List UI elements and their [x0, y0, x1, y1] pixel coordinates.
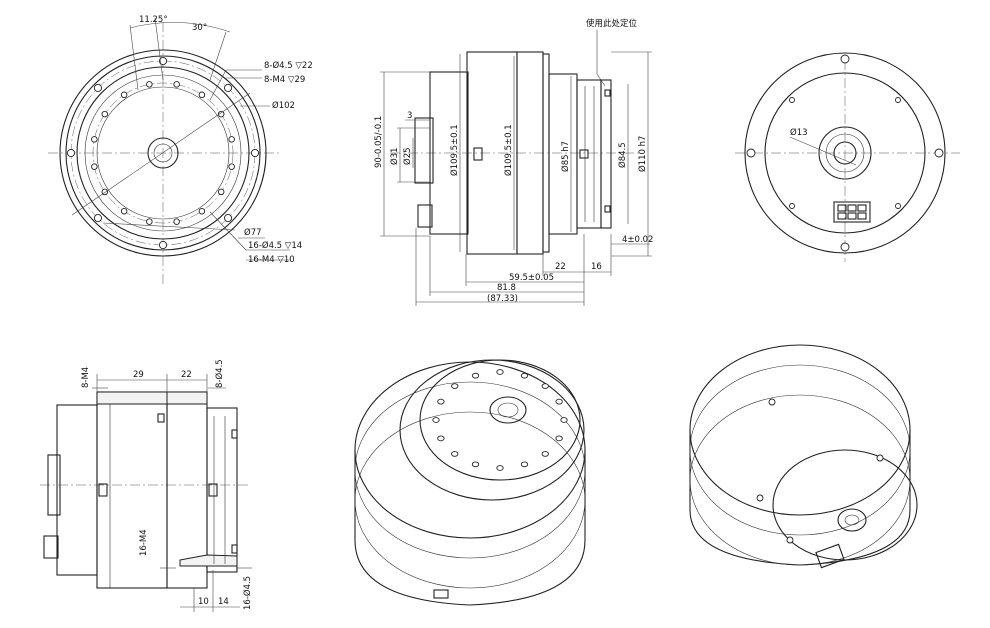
face-bolt-hole	[451, 383, 459, 389]
inner-bolt-hole	[198, 91, 206, 99]
face-bolt-hole	[496, 369, 504, 375]
inner-bolt-hole	[91, 136, 98, 143]
dia-13-label: Ø13	[790, 127, 808, 138]
outer-bolt-hole	[158, 240, 168, 250]
inner-bolt-hole	[217, 110, 225, 118]
holes-top-left-label: 8-M4	[81, 367, 91, 388]
face-bolt-hole	[520, 461, 529, 468]
face-bolt-hole	[451, 451, 459, 457]
outer-bolt-hole	[93, 83, 102, 92]
dim-14: 14	[218, 597, 229, 607]
rear-view: Ø13	[735, 52, 960, 262]
inner-bolt-hole	[173, 218, 180, 225]
outer-tap-holes-label: 8-M4 ▽29	[264, 75, 305, 85]
inner-bolt-hole	[173, 81, 180, 88]
outer-bolt-hole	[224, 214, 233, 223]
locating-note: 使用此处定位	[586, 18, 638, 29]
inner-bolt-hole	[228, 136, 235, 143]
face-bolt-hole	[437, 398, 445, 405]
inner-bolt-hole	[198, 207, 206, 215]
holes-top-right-label: 8-Ø4.5	[214, 359, 225, 388]
inner-bolt-hole	[91, 163, 98, 170]
dim-29: 29	[133, 370, 144, 380]
face-bolt-hole	[432, 417, 440, 423]
inner-bolt-hole	[217, 188, 225, 196]
outer-bolt-hole	[93, 214, 102, 223]
outer-bolt-hole	[224, 83, 233, 92]
isometric-face-holes	[432, 369, 568, 471]
side-view: 使用此处定位 3 90-0.05/-0.1 Ø31 Ø25 Ø109.5±0.1…	[374, 18, 653, 306]
dim-59-5: 59.5±0.05	[509, 273, 554, 283]
outer-bolt-hole	[158, 56, 168, 66]
face-bolt-hole	[437, 435, 445, 442]
face-bolt-hole	[520, 372, 529, 379]
dim-109-5-right: Ø109.5±0.1	[503, 124, 514, 176]
dim-16: 16	[591, 262, 602, 272]
face-bolt-hole	[555, 435, 563, 442]
face-bolt-hole	[471, 461, 480, 468]
inner-tap-holes-label: 16-M4 ▽10	[248, 255, 295, 265]
front-view: 11.25° 30° 8-Ø4.5 ▽22 8-M4 ▽29 Ø102 Ø77 …	[48, 15, 313, 284]
outer-bolt-hole	[66, 148, 76, 158]
outer-mounting-holes	[66, 56, 260, 250]
angle-30-label: 30°	[192, 23, 207, 33]
angle-11-25-label: 11.25°	[139, 15, 168, 25]
dim-3: 3	[407, 111, 412, 121]
face-bolt-hole	[560, 417, 568, 423]
inner-thru-holes-label: 16-Ø4.5 ▽14	[248, 240, 302, 251]
inner-bolt-hole	[120, 91, 128, 99]
inner-mounting-holes	[91, 81, 235, 225]
outer-pcd-label: Ø102	[272, 100, 295, 111]
dim-85: Ø85 h7	[560, 141, 571, 172]
dim-4: 4±0.02	[622, 235, 653, 245]
outer-bolt-hole	[250, 148, 260, 158]
dim-109-5-left: Ø109.5±0.1	[449, 124, 460, 176]
inner-bolt-hole	[120, 207, 128, 215]
outer-thru-holes-label: 8-Ø4.5 ▽22	[264, 60, 313, 71]
inner-bolt-hole	[228, 163, 235, 170]
inner-pcd-label: Ø77	[244, 227, 262, 238]
dim-87-33: (87.33)	[487, 294, 518, 304]
dim-84-5: Ø84.5	[617, 142, 628, 168]
holes-low-left-label: 16-M4	[139, 529, 149, 556]
face-bolt-hole	[496, 465, 504, 471]
inner-bolt-hole	[101, 110, 109, 118]
inner-bolt-hole	[146, 81, 153, 88]
face-bolt-hole	[555, 398, 563, 405]
dim-90: 90-0.05/-0.1	[374, 116, 384, 168]
isometric-rear-view	[689, 344, 918, 569]
isometric-front-view	[354, 359, 586, 606]
face-bolt-hole	[541, 383, 549, 389]
dim-10: 10	[198, 597, 209, 607]
dim-22: 22	[555, 262, 566, 272]
dim-110: Ø110 h7	[637, 136, 648, 172]
dim-22-section: 22	[181, 370, 192, 380]
dim-25: Ø25	[402, 147, 413, 165]
holes-low-right-label: 16-Ø4.5	[242, 576, 253, 610]
face-bolt-hole	[541, 451, 549, 457]
dim-81-8: 81.8	[497, 283, 516, 293]
dim-31: Ø31	[389, 147, 400, 165]
inner-bolt-hole	[146, 218, 153, 225]
section-view: 8-M4 8-Ø4.5 29 22 16-M4 16-Ø4.5 10 14	[40, 359, 253, 612]
face-bolt-hole	[471, 372, 480, 379]
